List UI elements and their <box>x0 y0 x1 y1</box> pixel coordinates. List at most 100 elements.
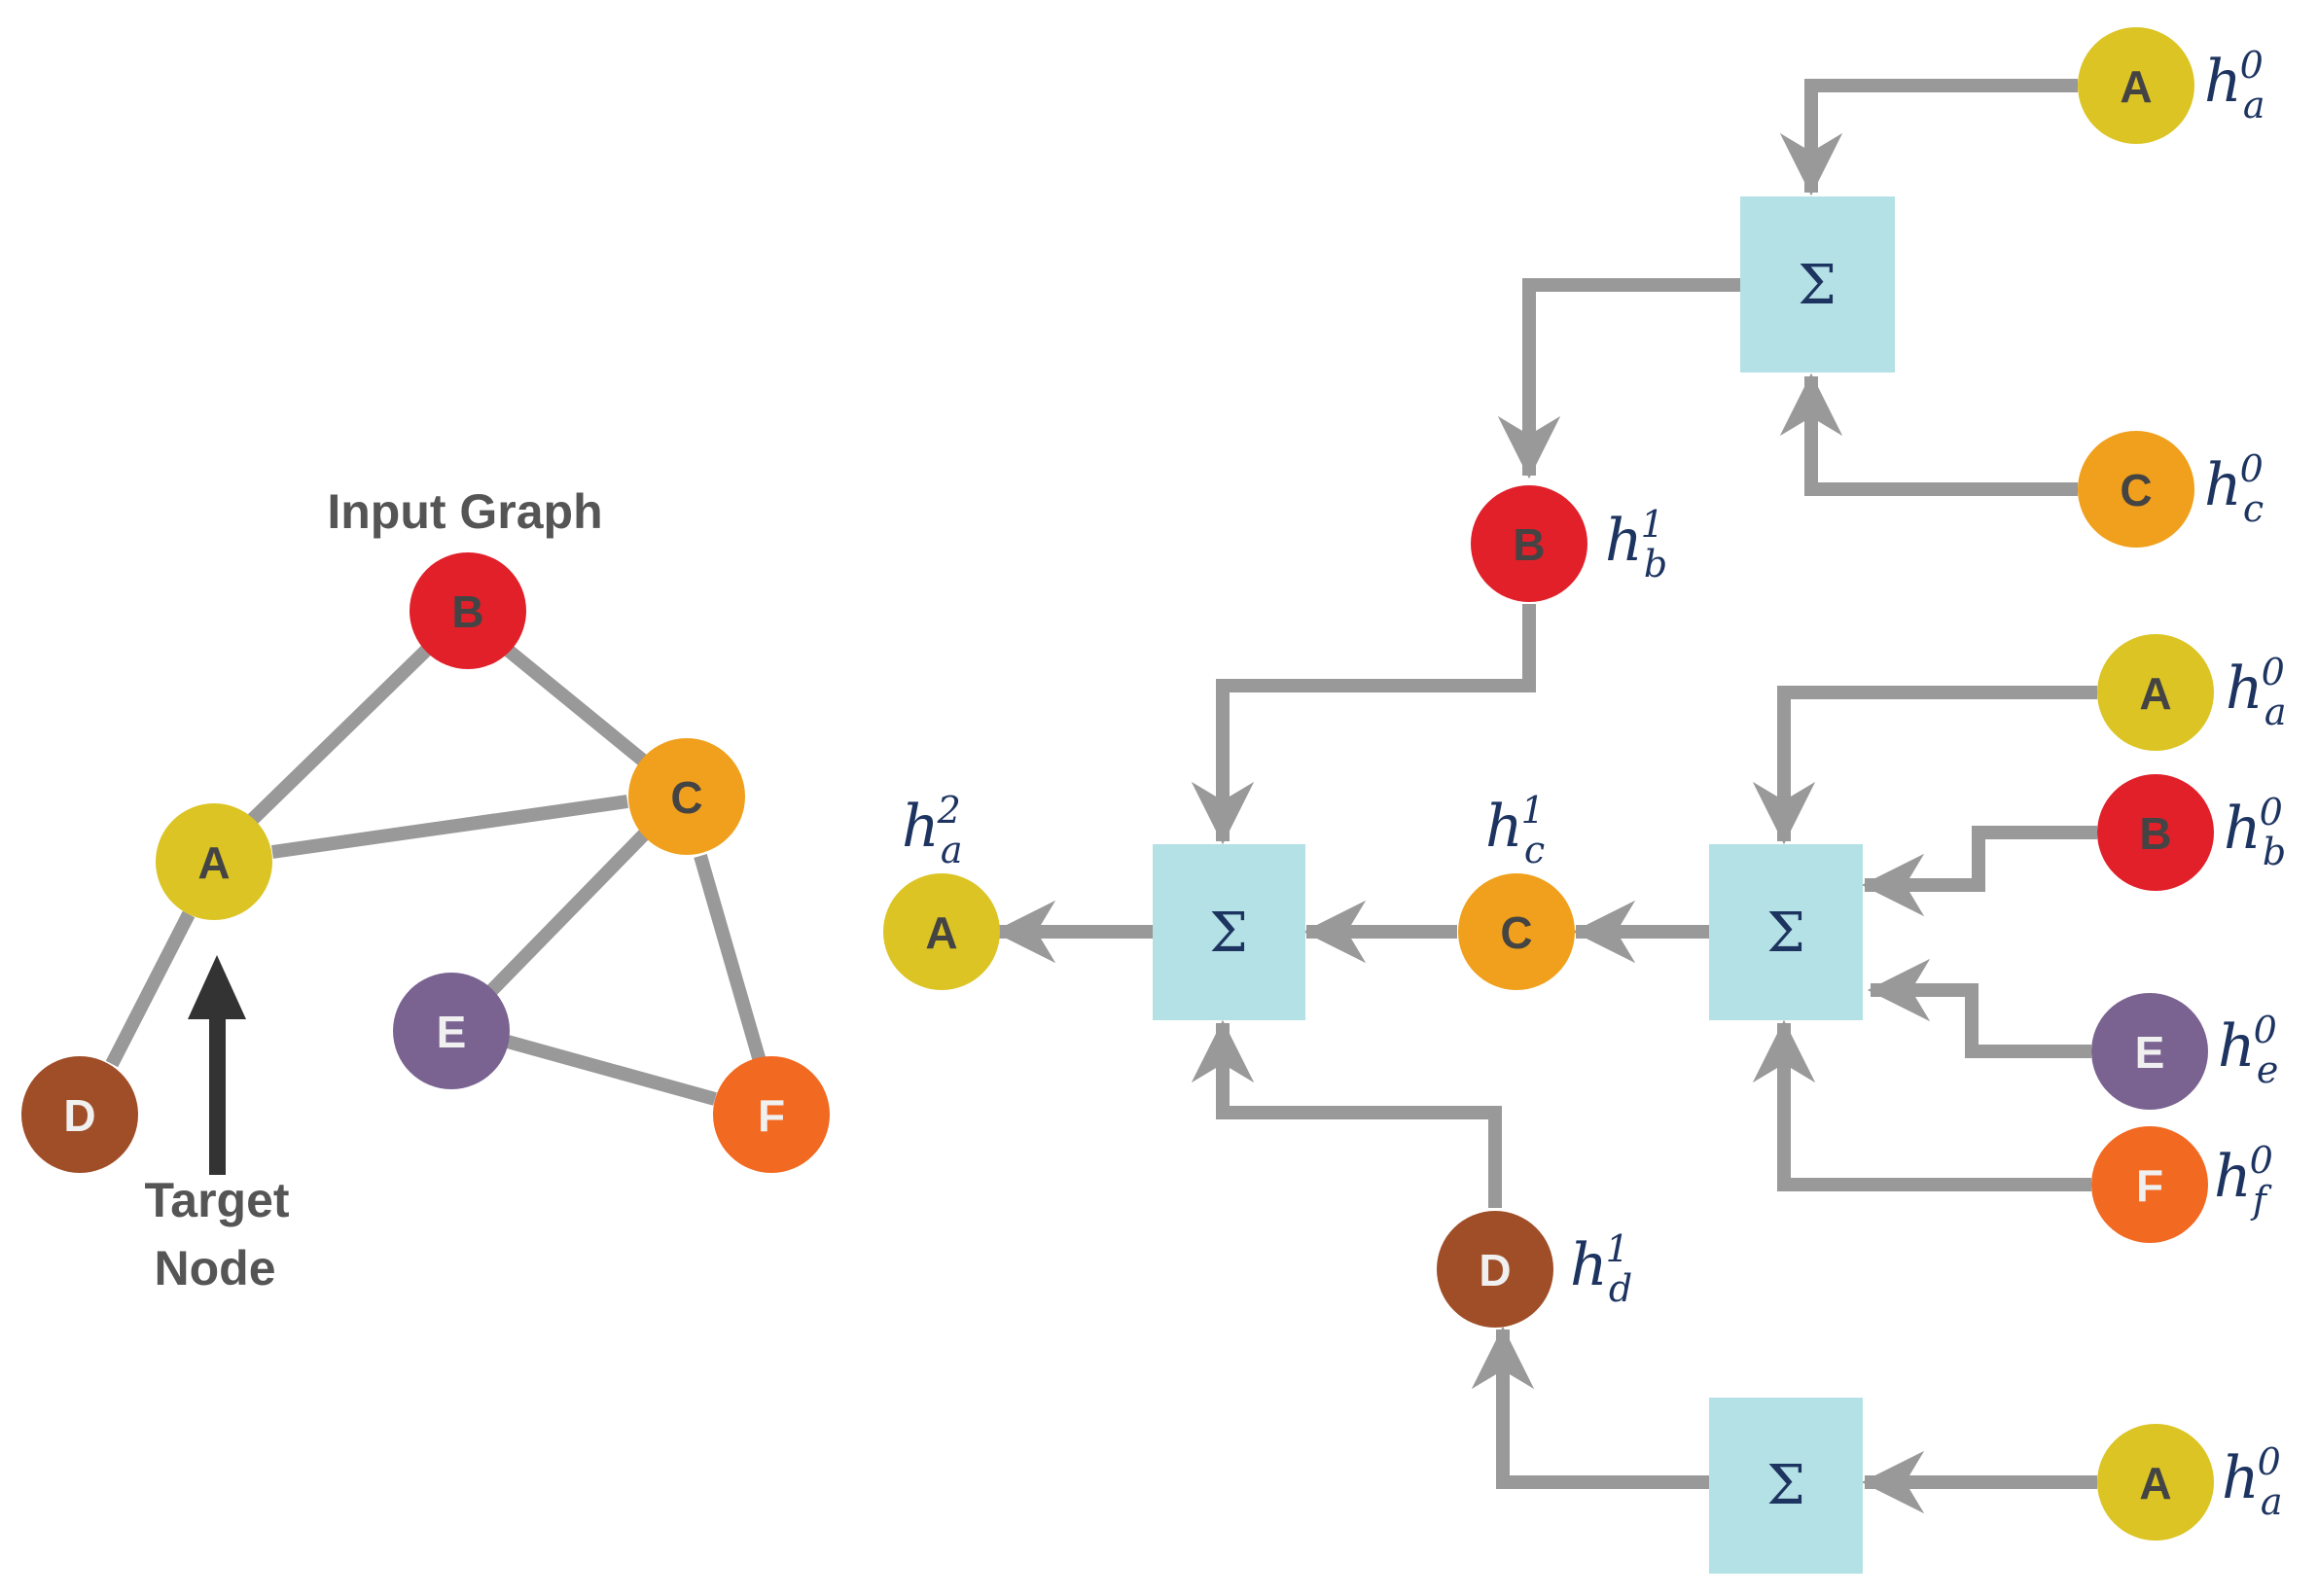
node-circle <box>2097 1424 2214 1541</box>
node-circle <box>2078 431 2194 548</box>
aggregator-top: Σ <box>1740 196 1895 372</box>
arrow-sigma-bot-to-d1 <box>1471 1326 1709 1489</box>
edge-a-d <box>105 910 196 1068</box>
h-superscript: 1 <box>1521 789 1545 832</box>
edge-c-e <box>481 827 653 1000</box>
arrow-mid-a-to-sigma-mid <box>1752 686 2097 845</box>
input-node-a[interactable]: A <box>156 803 272 920</box>
node-label: A <box>2139 668 2171 719</box>
edge-b-c <box>499 641 653 770</box>
arrow-mid-f-to-sigma-mid <box>1752 1019 2091 1191</box>
node-circle <box>1437 1211 1553 1328</box>
arrow-b1-to-sigma-main <box>1191 604 1536 845</box>
target-label-line1: Target <box>144 1173 289 1227</box>
input-node-b: B <box>410 552 526 669</box>
aggregator-box <box>1153 844 1305 1020</box>
aggregator-main: Σ <box>1153 844 1305 1020</box>
input-graph: Input Graph B C A E D <box>21 484 830 1295</box>
edge-c-f <box>694 854 767 1063</box>
h-subscript: c <box>2243 487 2264 530</box>
h-symbol: h <box>1605 507 1643 575</box>
h-subscript: a <box>2265 691 2287 733</box>
input-graph-title: Input Graph <box>327 484 602 539</box>
h-subscript: b <box>1644 543 1667 585</box>
h-superscript: 0 <box>2262 651 2285 693</box>
arrow-mid-b-to-sigma-mid <box>1861 826 2097 917</box>
node-label: C <box>2120 465 2152 515</box>
target-label-line2: Node <box>155 1241 276 1295</box>
node-circle <box>1458 873 1575 990</box>
node-circle <box>2091 1126 2208 1243</box>
h-symbol: h <box>2204 451 2242 519</box>
arrow-top-c-to-sigma-top <box>1779 372 2078 496</box>
input-node-d: D <box>21 1056 138 1173</box>
node-e-circle <box>393 973 510 1089</box>
h-subscript: e <box>2257 1048 2279 1091</box>
aggregator-box <box>1709 844 1863 1020</box>
h-symbol: h <box>2222 1444 2260 1512</box>
target-arrow-head <box>188 955 246 1019</box>
node-b-label: B <box>451 586 483 637</box>
computation-edges <box>992 79 2097 1514</box>
sigma-symbol: Σ <box>1209 902 1248 965</box>
arrow-mid-e-to-sigma-mid <box>1867 958 2091 1058</box>
h-superscript: 0 <box>2240 44 2264 87</box>
h-symbol: h <box>2218 1012 2256 1081</box>
h-symbol: h <box>2214 1143 2252 1211</box>
h-superscript: 0 <box>2254 1009 2277 1051</box>
arrow-sigma-top-to-b1 <box>1497 278 1740 479</box>
h-superscript: 0 <box>2240 447 2264 490</box>
sigma-symbol: Σ <box>1766 1454 1805 1517</box>
input-node-c: C <box>628 738 745 855</box>
arrow-top-a-to-sigma-top <box>1779 79 2078 196</box>
node-label: B <box>2139 808 2171 859</box>
node-circle <box>2078 27 2194 144</box>
h-subscript: a <box>2261 1480 2283 1523</box>
node-b-circle <box>410 552 526 669</box>
node-label: C <box>1500 907 1532 958</box>
node-a-label: A <box>197 837 230 888</box>
h-subscript: f <box>2250 1179 2272 1222</box>
node-label: E <box>2135 1027 2165 1078</box>
node-label: D <box>1479 1245 1511 1295</box>
sigma-symbol: Σ <box>1766 902 1805 965</box>
node-label: A <box>2120 61 2152 112</box>
node-c-circle <box>628 738 745 855</box>
h-superscript: 1 <box>1641 503 1664 546</box>
h-symbol: h <box>1570 1231 1608 1299</box>
sigma-symbol: Σ <box>1798 254 1837 317</box>
node-f-label: F <box>758 1090 785 1141</box>
h-subscript: a <box>941 829 963 871</box>
node-f-circle <box>713 1056 830 1173</box>
node-label: A <box>2139 1458 2171 1508</box>
h-subscript: b <box>2263 831 2286 873</box>
input-node-e: E <box>393 973 510 1089</box>
aggregator-box <box>1740 196 1895 372</box>
h-subscript: a <box>2243 84 2265 126</box>
h-symbol: h <box>2204 48 2242 116</box>
aggregator-bottom: Σ <box>1709 1398 1863 1574</box>
h-superscript: 1 <box>1606 1227 1629 1270</box>
h-superscript: 0 <box>2258 1440 2281 1483</box>
target-arrow-shaft <box>209 1011 226 1175</box>
node-e-label: E <box>437 1007 467 1057</box>
target-node-arrow <box>188 955 246 1175</box>
